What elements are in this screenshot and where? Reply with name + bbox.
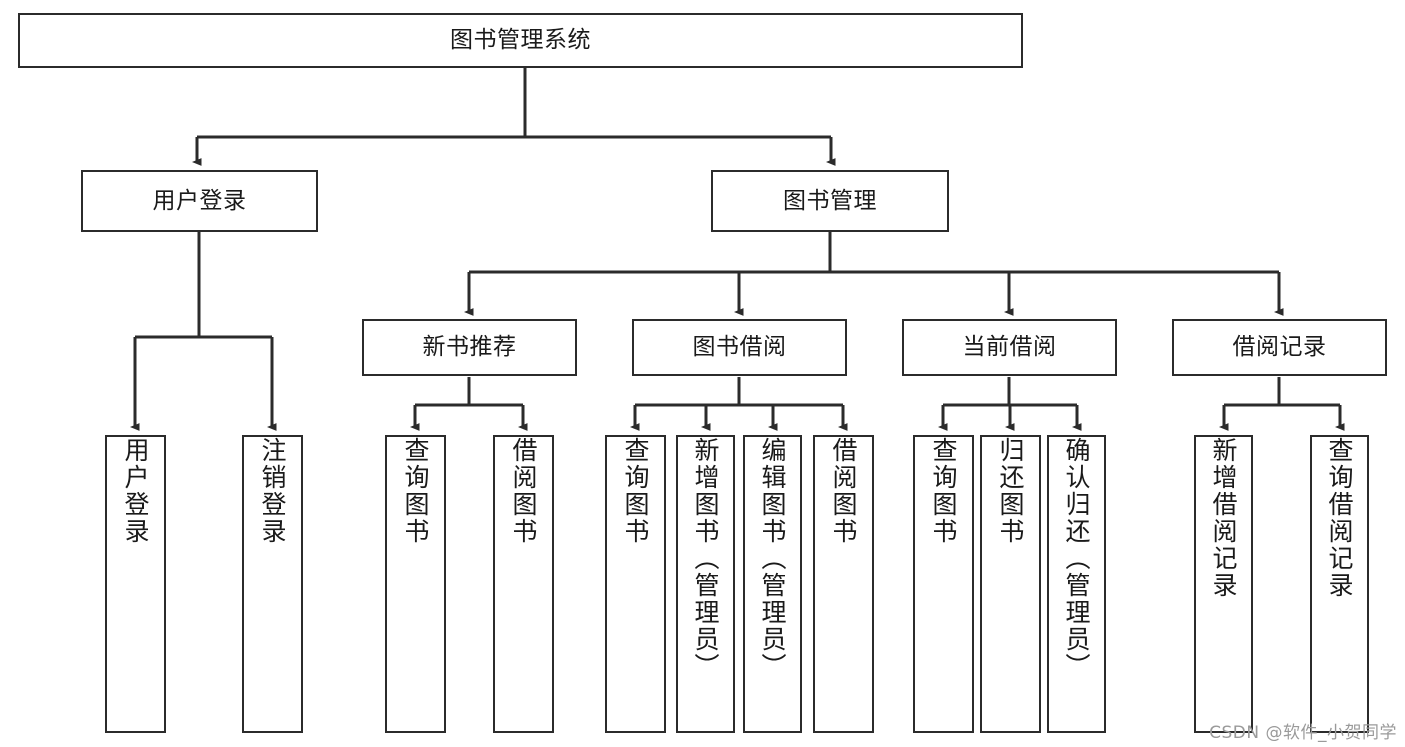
node-new-book-recommend[interactable]: 新书推荐: [362, 319, 577, 376]
node-label: 用户登录: [121, 437, 150, 545]
leaf-current-borrow-confirm-admin[interactable]: 确认归还（管理员）: [1047, 435, 1106, 733]
leaf-book-borrow-add-admin[interactable]: 新增图书（管理员）: [676, 435, 735, 733]
leaf-current-borrow-query[interactable]: 查询图书: [913, 435, 974, 733]
node-label: 注销登录: [258, 437, 287, 545]
node-label: 图书管理: [783, 187, 877, 214]
node-label: 借阅图书: [829, 437, 858, 545]
leaf-user-login-login[interactable]: 用户登录: [105, 435, 166, 733]
leaf-borrow-record-query[interactable]: 查询借阅记录: [1310, 435, 1369, 733]
leaf-new-book-borrow[interactable]: 借阅图书: [493, 435, 554, 733]
leaf-borrow-record-add[interactable]: 新增借阅记录: [1194, 435, 1253, 733]
node-label: 确认归还（管理员）: [1062, 437, 1091, 680]
node-book-management[interactable]: 图书管理: [711, 170, 949, 232]
node-label: 借阅图书: [509, 437, 538, 545]
node-borrow-record[interactable]: 借阅记录: [1172, 319, 1387, 376]
leaf-current-borrow-return[interactable]: 归还图书: [980, 435, 1041, 733]
node-label: 图书管理系统: [450, 27, 591, 53]
leaf-book-borrow-edit-admin[interactable]: 编辑图书（管理员）: [743, 435, 802, 733]
node-label: 新增图书（管理员）: [691, 437, 720, 680]
node-label: 用户登录: [152, 187, 247, 214]
node-label: 新书推荐: [422, 334, 517, 360]
leaf-book-borrow-borrow[interactable]: 借阅图书: [813, 435, 874, 733]
node-book-borrow[interactable]: 图书借阅: [632, 319, 847, 376]
node-label: 归还图书: [996, 437, 1025, 545]
node-current-borrow[interactable]: 当前借阅: [902, 319, 1117, 376]
leaf-book-borrow-query[interactable]: 查询图书: [605, 435, 666, 733]
node-label: 查询图书: [621, 437, 650, 545]
node-label: 图书借阅: [692, 334, 787, 360]
leaf-new-book-query[interactable]: 查询图书: [385, 435, 446, 733]
node-label: 编辑图书（管理员）: [758, 437, 787, 680]
watermark-text: CSDN @软件_小贺同学: [1209, 723, 1397, 743]
node-user-login[interactable]: 用户登录: [81, 170, 318, 232]
node-label: 查询借阅记录: [1325, 437, 1354, 599]
node-label: 新增借阅记录: [1209, 437, 1238, 599]
node-label: 查询图书: [401, 437, 430, 545]
leaf-user-login-logout[interactable]: 注销登录: [242, 435, 303, 733]
node-root-book-management-system[interactable]: 图书管理系统: [18, 13, 1023, 68]
node-label: 借阅记录: [1232, 334, 1327, 360]
node-label: 查询图书: [929, 437, 958, 545]
node-label: 当前借阅: [962, 334, 1057, 360]
